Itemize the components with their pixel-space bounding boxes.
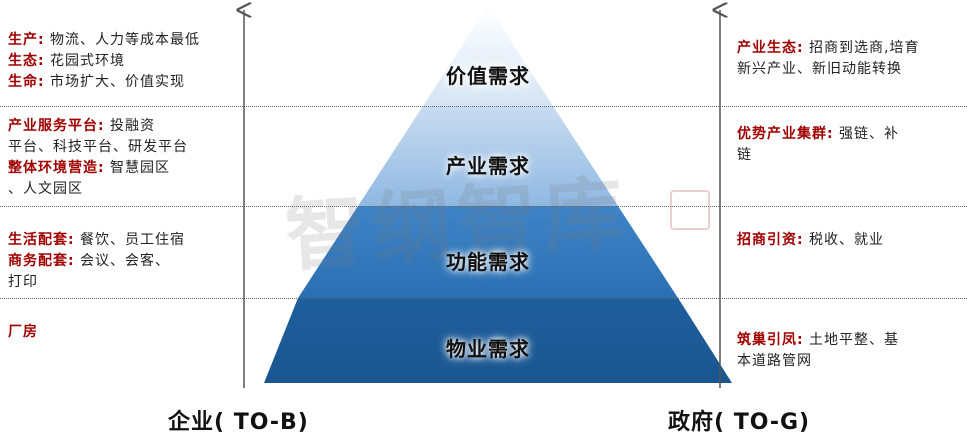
left-block-line: 、人文园区 [8, 179, 233, 200]
right-block-function: 招商引资: 税收、就业 [737, 230, 962, 251]
left-block-keyword: 生态: [8, 53, 45, 69]
right-axis-title: 政府( TO-G) [668, 410, 811, 435]
right-block-text: 招商到选商,培育 [803, 40, 920, 56]
left-block-text: 打印 [8, 274, 38, 290]
left-block-text: 智慧园区 [104, 160, 171, 176]
right-block-line: 新兴产业、新旧动能转换 [737, 59, 962, 80]
left-block-text: 、人文园区 [8, 181, 83, 197]
right-block-line: 产业生态: 招商到选商,培育 [737, 38, 962, 59]
left-block-text: 会议、会客、 [74, 253, 171, 269]
left-block-keyword: 生产: [8, 32, 45, 48]
left-axis-title: 企业( TO-B) [168, 410, 309, 435]
left-block-text: 平台、科技平台、研发平台 [8, 139, 188, 155]
left-block-line: 平台、科技平台、研发平台 [8, 137, 233, 158]
left-block-keyword: 产业服务平台: [8, 118, 105, 134]
divider-2 [0, 206, 967, 207]
pyramid-label-property: 物业需求 [446, 337, 530, 361]
left-block-text: 物流、人力等成本最低 [44, 32, 201, 48]
right-block-keyword: 筑巢引凤: [737, 332, 804, 348]
left-block-industry: 产业服务平台: 投融资平台、科技平台、研发平台整体环境营造: 智慧园区、人文园区 [8, 116, 233, 200]
right-block-line: 优势产业集群: 强链、补 [737, 124, 962, 145]
divider-1 [0, 106, 967, 107]
pyramid-level-function [298, 206, 678, 298]
left-block-text: 投融资 [104, 118, 156, 134]
right-block-line: 招商引资: 税收、就业 [737, 230, 962, 251]
left-block-text: 花园式环境 [44, 53, 126, 69]
pyramid-level-value [423, 6, 553, 106]
right-block-value: 产业生态: 招商到选商,培育新兴产业、新旧动能转换 [737, 38, 962, 80]
pyramid-label-function: 功能需求 [446, 250, 530, 274]
left-block-line: 生命: 市场扩大、价值实现 [8, 72, 243, 93]
pyramid-label-value: 价值需求 [446, 64, 530, 88]
left-block-function: 生活配套: 餐饮、员工住宿商务配套: 会议、会客、打印 [8, 230, 243, 293]
left-block-text: 市场扩大、价值实现 [44, 74, 186, 90]
pyramid-label-industry: 产业需求 [446, 154, 530, 178]
left-block-line: 厂房 [8, 322, 243, 343]
right-block-text: 税收、就业 [803, 232, 885, 248]
right-block-keyword: 产业生态: [737, 40, 804, 56]
left-block-keyword: 整体环境营造: [8, 160, 105, 176]
right-block-keyword: 招商引资: [737, 232, 804, 248]
left-block-keyword: 生命: [8, 74, 45, 90]
left-block-line: 生产: 物流、人力等成本最低 [8, 30, 243, 51]
watermark-seal [670, 190, 710, 230]
right-block-text: 链 [737, 147, 752, 163]
left-block-keyword: 厂房 [8, 324, 38, 340]
left-block-keyword: 商务配套: [8, 253, 75, 269]
left-block-line: 生态: 花园式环境 [8, 51, 243, 72]
right-block-text: 本道路管网 [737, 353, 812, 369]
right-block-text: 新兴产业、新旧动能转换 [737, 61, 902, 77]
pyramid-level-property [264, 298, 732, 383]
left-block-property: 厂房 [8, 322, 243, 343]
right-block-line: 链 [737, 145, 962, 166]
right-block-industry: 优势产业集群: 强链、补链 [737, 124, 962, 166]
left-block-keyword: 生活配套: [8, 232, 75, 248]
left-block-line: 打印 [8, 272, 243, 293]
right-block-line: 本道路管网 [737, 351, 962, 372]
divider-3 [0, 298, 967, 299]
right-block-text: 强链、补 [833, 126, 900, 142]
right-block-line: 筑巢引凤: 土地平整、基 [737, 330, 962, 351]
left-block-line: 产业服务平台: 投融资 [8, 116, 233, 137]
right-block-text: 土地平整、基 [803, 332, 900, 348]
left-block-line: 生活配套: 餐饮、员工住宿 [8, 230, 243, 251]
left-block-text: 餐饮、员工住宿 [74, 232, 186, 248]
left-block-line: 整体环境营造: 智慧园区 [8, 158, 233, 179]
left-block-value: 生产: 物流、人力等成本最低生态: 花园式环境生命: 市场扩大、价值实现 [8, 30, 243, 93]
right-block-property: 筑巢引凤: 土地平整、基本道路管网 [737, 330, 962, 372]
pyramid-level-industry [358, 106, 618, 206]
right-block-keyword: 优势产业集群: [737, 126, 834, 142]
left-block-line: 商务配套: 会议、会客、 [8, 251, 243, 272]
